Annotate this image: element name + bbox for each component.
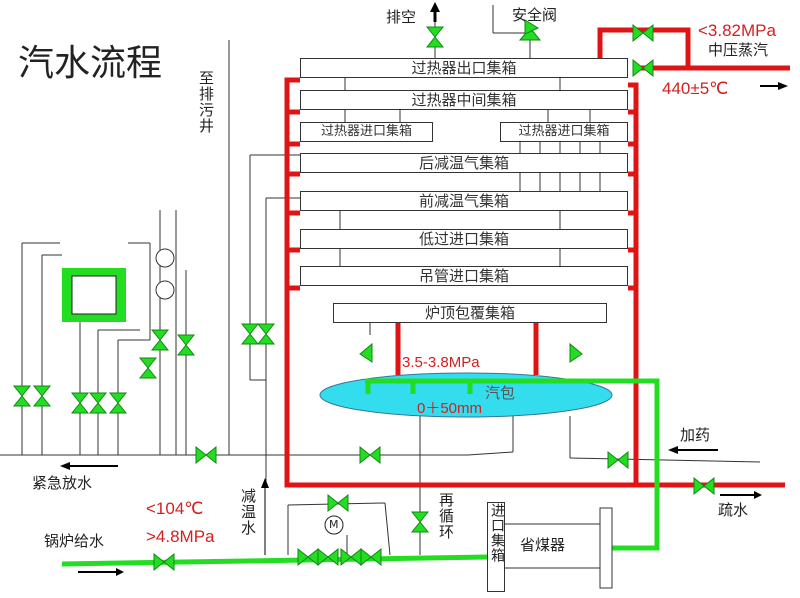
header-sh-outlet: 过热器出口集箱 [300,58,628,78]
header-lts-inlet: 低过进口集箱 [300,229,628,249]
label-dosing: 加药 [680,426,711,444]
label-to-blowdown-well: 至排污井 [197,70,215,134]
water-pipes [61,378,660,567]
header-sh-inlet-right: 过热器进口集箱 [500,122,628,142]
label-drum-level: 0＋50mm [417,400,483,417]
economizer-box [599,507,613,589]
label-drum: 汽包 [485,384,516,402]
label-safety-valve: 安全阀 [512,6,558,24]
arrows [60,2,788,576]
header-front-desuperheater: 前减温气集箱 [300,191,628,211]
label-drain: 疏水 [718,501,749,519]
drum-shape [319,372,613,418]
header-sh-middle: 过热器中间集箱 [300,90,628,110]
label-medium-pressure-steam: 中压蒸汽 [708,41,769,59]
label-boiler-feedwater: 锅炉给水 [44,532,105,550]
label-economizer: 省煤器 [520,536,566,554]
label-steam-pressure: <3.82MPa [698,21,776,40]
label-vent: 排空 [386,8,417,26]
label-steam-temp: 440±5℃ [662,79,729,98]
motor [324,515,344,535]
header-sh-inlet-left: 过热器进口集箱 [300,122,433,142]
header-hanger-inlet: 吊管进口集箱 [300,266,628,286]
safety-valves[interactable] [359,19,583,363]
label-drum-pressure: 3.5-3.8MPa [402,354,480,371]
header-rear-desuperheater: 后减温气集箱 [300,153,628,173]
label-feed-temp: <104℃ [146,499,204,518]
label-emergency-drain: 紧急放水 [32,474,93,492]
label-desuperheat-water: 减温水 [239,488,257,536]
header-roof-wall: 炉顶包覆集箱 [333,303,607,323]
motor-icon: M [329,518,339,531]
page-title: 汽水流程 [18,43,163,84]
label-feed-pressure: >4.8MPa [146,527,215,546]
label-inlet-header: 进口集箱 [487,502,505,592]
label-recirculation: 再循环 [437,492,455,540]
steam-pipes [284,27,790,488]
